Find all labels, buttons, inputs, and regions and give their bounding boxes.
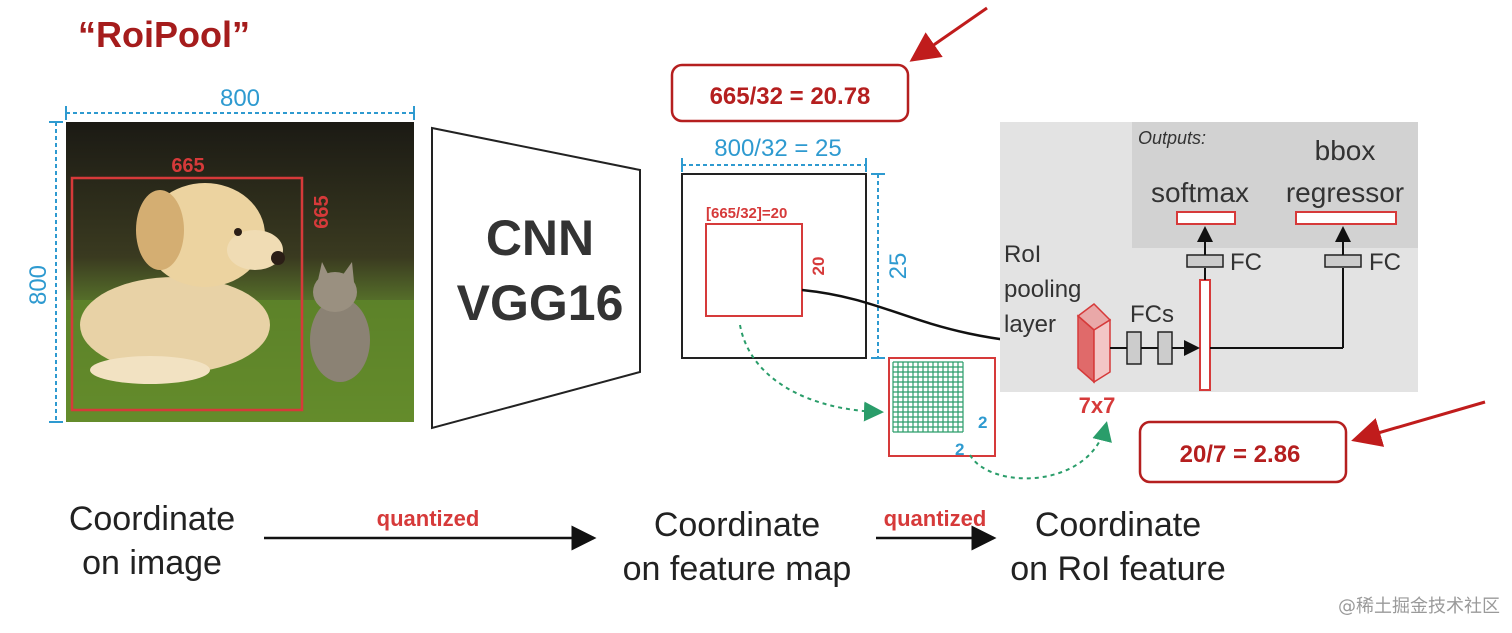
vgg16-label: VGG16 [457,275,624,331]
arrow-quantized-1-label: quantized [377,506,480,531]
feature-map-height-label: 25 [885,253,912,280]
step3-line2: on RoI feature [1010,550,1225,588]
callout-bottom-arrow [1351,400,1486,447]
callout-bottom: 20/7 = 2.86 [1138,400,1486,484]
arrow-quantized-2-label: quantized [884,506,987,531]
roi-pooling-label-2: pooling [1004,276,1081,303]
image-roi-width-label: 665 [171,155,204,177]
feature-map: 800/32 = 25 25 [665/32]=20 20 [681,135,912,359]
bbox-label: bbox [1315,135,1376,166]
image-width-label: 800 [220,85,260,112]
fcs-label: FCs [1130,301,1174,328]
fc-label-bbox: FC [1369,249,1401,276]
image-roi-box: 665 665 [70,155,333,412]
step1-line2: on image [82,544,222,582]
roi-pool-grid: 2 2 [888,357,996,459]
pool-size-label: 7x7 [1079,393,1116,418]
input-image [66,122,414,422]
grid-bottom-label: 2 [955,440,964,459]
callout-top-arrow [909,6,988,62]
roi-pooling-label-3: layer [1004,311,1056,338]
cnn-block: CNN VGG16 [431,126,641,430]
step2-line1: Coordinate [654,506,820,544]
image-roi-height-label: 665 [311,195,333,228]
watermark: @稀土掘金技术社区 [1338,596,1500,617]
image-height-dimension: 800 [25,121,63,423]
callout-top: 665/32 = 20.78 [670,6,988,123]
roi-to-grid-arrow [739,324,884,422]
step1-line1: Coordinate [69,500,235,538]
softmax-label: softmax [1151,177,1249,208]
callout-bottom-text: 20/7 = 2.86 [1180,441,1301,468]
image-height-label: 800 [25,265,52,305]
regressor-label: regressor [1286,177,1404,208]
step2-line2: on feature map [623,550,852,588]
roi-network-panel: Outputs: bbox softmax regressor FC FC Ro… [1000,122,1418,418]
image-width-dimension: 800 [65,85,415,120]
page-title: “RoiPool” [78,14,250,55]
outputs-label: Outputs: [1138,128,1206,148]
fc-label-softmax: FC [1230,249,1262,276]
step3-line1: Coordinate [1035,506,1201,544]
feature-roi-label: [665/32]=20 [706,205,787,222]
cnn-label: CNN [486,210,594,266]
bottom-flow: Coordinate on image quantized Coordinate… [69,500,1226,588]
roi-pooling-label-1: RoI [1004,241,1041,268]
callout-top-text: 665/32 = 20.78 [710,83,871,110]
feature-map-width-label: 800/32 = 25 [714,135,841,162]
grid-right-label: 2 [978,413,987,432]
feature-roi-side-label: 20 [809,257,828,276]
